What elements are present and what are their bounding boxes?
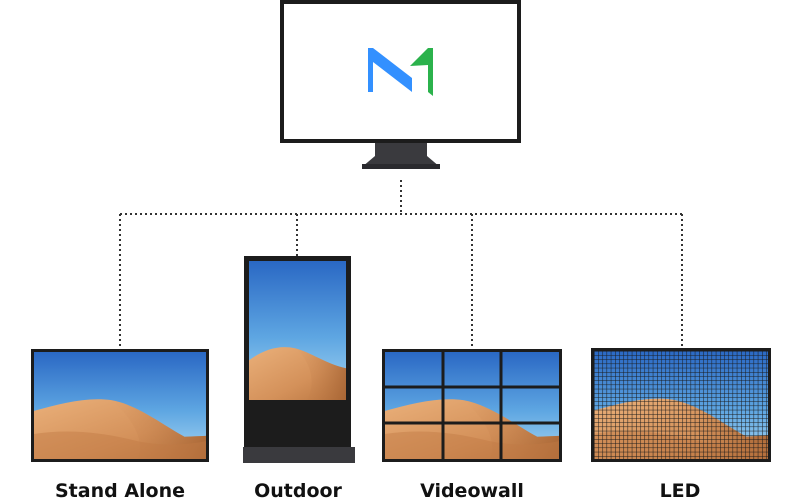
label-outdoor: Outdoor (254, 480, 342, 502)
main-monitor (280, 0, 521, 169)
connector-lines (119, 180, 683, 346)
label-led: LED (659, 480, 701, 502)
label-videowall: Videowall (420, 480, 524, 502)
led-display (591, 348, 771, 462)
videowall-display (382, 349, 562, 462)
stand-alone-display (31, 349, 209, 462)
m-logo-icon (368, 48, 433, 96)
outdoor-kiosk (243, 256, 355, 463)
label-stand-alone: Stand Alone (54, 480, 185, 502)
